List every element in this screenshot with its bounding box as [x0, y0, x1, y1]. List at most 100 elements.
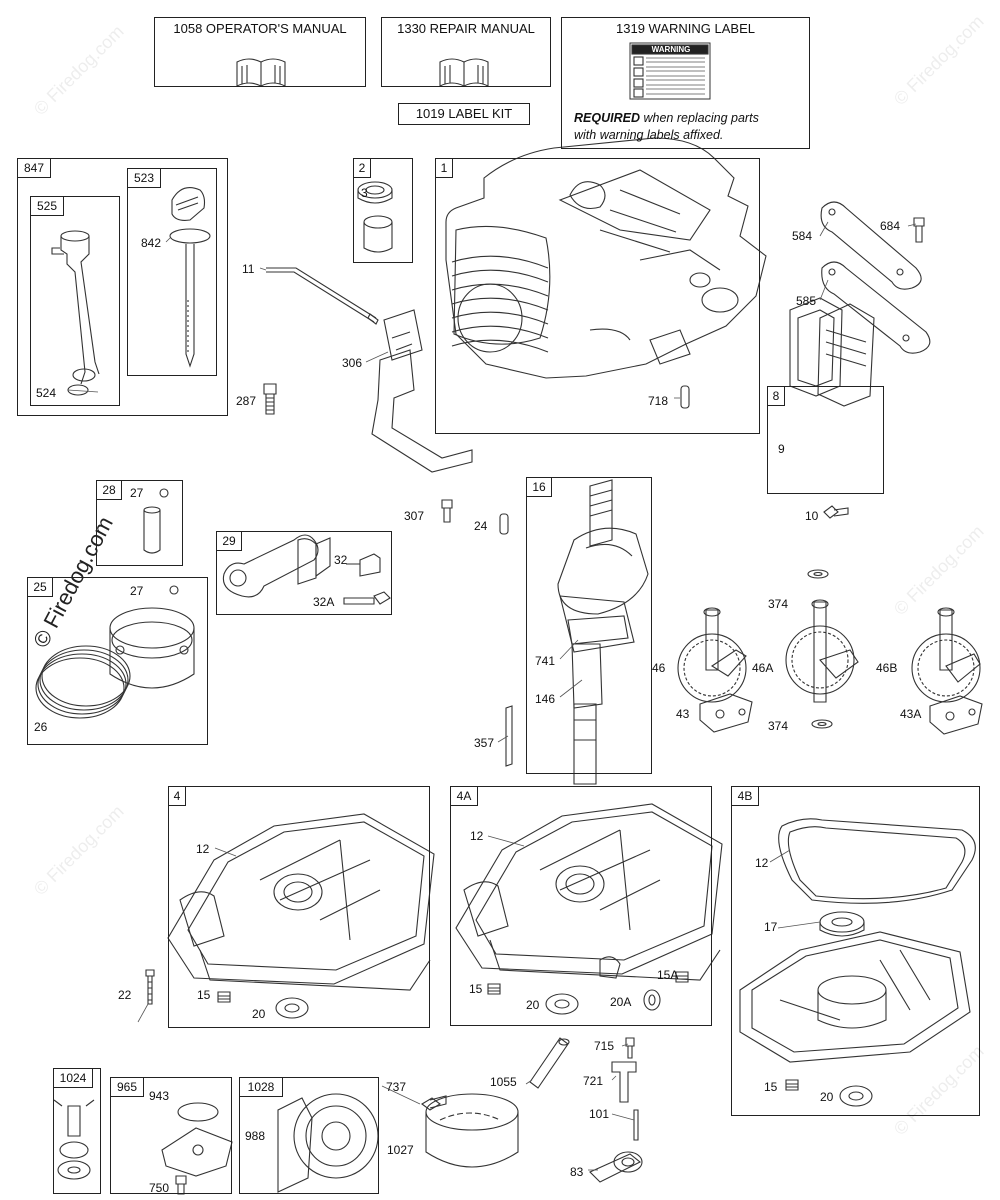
tag-4B: 4B — [731, 786, 759, 806]
tag-16: 16 — [526, 477, 552, 497]
seal-20A-part — [643, 989, 661, 1011]
gasket-12-4B-part — [778, 818, 976, 904]
part-label: 718 — [648, 394, 669, 408]
tag-1028: 1028 — [239, 1077, 283, 1097]
plug-15A-part — [675, 971, 689, 983]
part-label: 737 — [386, 1080, 407, 1094]
tag-523: 523 — [127, 168, 161, 188]
tag-25: 25 — [27, 577, 53, 597]
part-label: 842 — [141, 236, 162, 250]
part-label: 11 — [242, 262, 255, 276]
part-label: 43 — [676, 707, 690, 721]
tag-4A: 4A — [450, 786, 478, 806]
part-label: 15 — [469, 982, 483, 996]
plug-15-4A-part — [487, 983, 501, 995]
tag-965: 965 — [110, 1077, 144, 1097]
warning-label-box: 1319 WARNING LABEL WARNING REQUIRED when… — [561, 17, 810, 149]
part-label: 10 — [805, 509, 819, 523]
box-8 — [767, 386, 884, 494]
camshaft-46B-part — [911, 607, 981, 703]
key-357-part — [505, 705, 513, 767]
part-label: 101 — [589, 1107, 610, 1121]
part-label: 20 — [526, 998, 540, 1012]
part-label: 715 — [594, 1039, 615, 1053]
part-label: 20 — [820, 1090, 834, 1104]
part-label: 32A — [313, 595, 335, 609]
part-label: 9 — [778, 442, 785, 456]
screw-684-part — [913, 217, 925, 243]
tube-1055-part — [529, 1037, 570, 1089]
part-label: 27 — [130, 486, 144, 500]
part-label: 26 — [34, 720, 48, 734]
part-label: 20 — [252, 1007, 266, 1021]
box-2 — [353, 158, 413, 263]
screw-22-part — [145, 969, 155, 1005]
part-label: 32 — [334, 553, 348, 567]
part-label: 585 — [796, 294, 817, 308]
part-label: 741 — [535, 654, 556, 668]
oil-fill-tube-part — [51, 230, 100, 396]
connecting-rod-part — [169, 534, 391, 605]
box-29 — [216, 531, 392, 615]
oil-pump-1024-part — [53, 1099, 95, 1180]
tag-2: 2 — [353, 158, 371, 178]
tag-847: 847 — [17, 158, 51, 178]
camshaft-46A-part — [785, 569, 859, 729]
air-guide-part — [371, 309, 473, 473]
part-label: 24 — [474, 519, 488, 533]
box-4 — [168, 786, 430, 1028]
part-label: 83 — [570, 1165, 584, 1179]
operators-manual-box: 1058 OPERATOR'S MANUAL — [154, 17, 366, 87]
required-line2: with warning labels affixed. — [574, 128, 724, 142]
governor-gear-83-part — [589, 1151, 643, 1183]
required-note: REQUIRED when replacing parts with warni… — [574, 110, 759, 144]
crankshaft-part — [557, 479, 649, 785]
oil-cover-965-part — [161, 1102, 233, 1195]
required-rest: when replacing parts — [643, 111, 759, 125]
operators-manual-title: 1058 OPERATOR'S MANUAL — [173, 21, 347, 36]
breather-tube-part — [266, 267, 379, 325]
part-label: 46A — [752, 661, 774, 675]
repair-manual-box: 1330 REPAIR MANUAL — [381, 17, 551, 87]
part-label: 988 — [245, 1129, 266, 1143]
part-label: 12 — [755, 856, 769, 870]
part-label: 20A — [610, 995, 632, 1009]
dipstick-part — [169, 187, 211, 368]
tag-4: 4 — [168, 786, 186, 806]
part-label: 15 — [764, 1080, 778, 1094]
part-label: 287 — [236, 394, 257, 408]
screw-10-part — [823, 505, 849, 519]
part-label: 721 — [583, 1074, 604, 1088]
box-28 — [96, 480, 183, 566]
dowel-718-part — [680, 385, 690, 409]
box-25 — [27, 577, 208, 745]
part-label: 1055 — [490, 1075, 517, 1089]
tag-1: 1 — [435, 158, 453, 178]
piston-pin-part — [143, 488, 169, 554]
label-kit-box: 1019 LABEL KIT — [398, 103, 530, 125]
box-523 — [127, 168, 217, 376]
part-label: 46B — [876, 661, 898, 675]
seal-20-4B-part — [839, 1085, 873, 1107]
required-bold: REQUIRED — [574, 111, 640, 125]
screw-307-part — [441, 499, 453, 523]
piston-part — [109, 607, 195, 689]
part-label: 307 — [404, 509, 425, 523]
box-4A — [450, 786, 712, 1026]
part-label: 306 — [342, 356, 363, 370]
seal-bushing-part — [357, 181, 393, 253]
seal-20-part — [275, 997, 309, 1019]
seal-20-4A-part — [545, 993, 579, 1015]
bolt-287-part — [263, 383, 277, 415]
box-16 — [526, 477, 652, 774]
tag-28: 28 — [96, 480, 122, 500]
compression-release-43-part — [699, 693, 753, 733]
camshaft-46-part — [677, 607, 747, 703]
governor-parts-715-721 — [611, 1037, 637, 1103]
part-label: 3 — [361, 186, 368, 200]
compression-release-43A-part — [929, 695, 983, 735]
sump-4A-part — [455, 803, 723, 981]
part-label: 43A — [900, 707, 922, 721]
part-label: 17 — [764, 920, 778, 934]
